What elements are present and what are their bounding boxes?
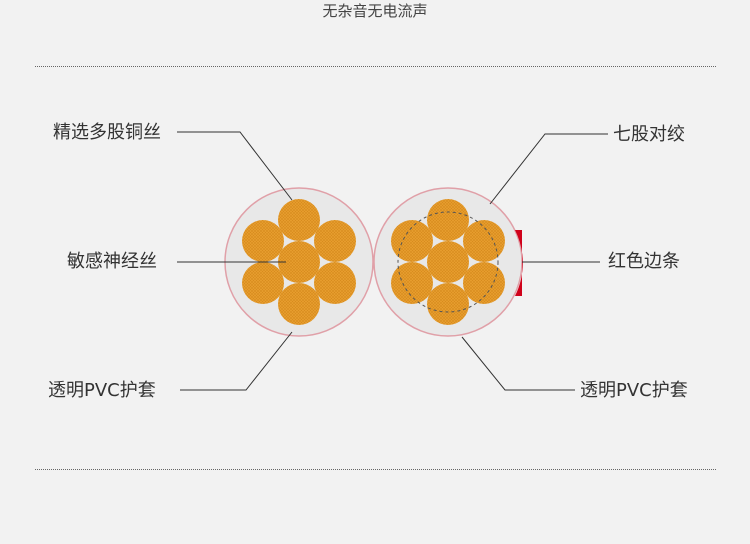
leader-line-right-top: [489, 133, 608, 205]
top-divider: [35, 66, 716, 67]
copper-strand: [314, 220, 356, 262]
label-pvc-sheath-left: 透明PVC护套: [48, 380, 156, 401]
copper-strand: [242, 220, 284, 262]
copper-strand: [463, 262, 505, 304]
copper-strand: [278, 283, 320, 325]
copper-strand: [242, 262, 284, 304]
leader-line-left-bottom: [180, 331, 293, 391]
copper-strand: [314, 262, 356, 304]
right-conductor: [373, 187, 523, 337]
copper-strand: [427, 199, 469, 241]
copper-strand: [278, 199, 320, 241]
left-conductor: [224, 187, 374, 337]
twist-indicator: [397, 211, 499, 313]
page-title: 无杂音无电流声: [322, 2, 428, 20]
copper-strand: [427, 283, 469, 325]
leader-line-right-bottom: [461, 336, 575, 391]
copper-strand: [463, 220, 505, 262]
copper-strand: [391, 262, 433, 304]
copper-strand: [391, 220, 433, 262]
copper-strand: [278, 241, 320, 283]
label-red-stripe: 红色边条: [608, 251, 680, 272]
red-stripe: [515, 230, 523, 296]
label-sensitive-wire: 敏感神经丝: [67, 251, 157, 272]
bottom-divider: [35, 469, 716, 470]
label-pvc-sheath-right: 透明PVC护套: [580, 380, 688, 401]
label-seven-strand-twist: 七股对绞: [613, 124, 685, 145]
leader-line-left-top: [177, 131, 293, 201]
copper-strand: [427, 241, 469, 283]
label-copper-strands: 精选多股铜丝: [53, 122, 161, 143]
